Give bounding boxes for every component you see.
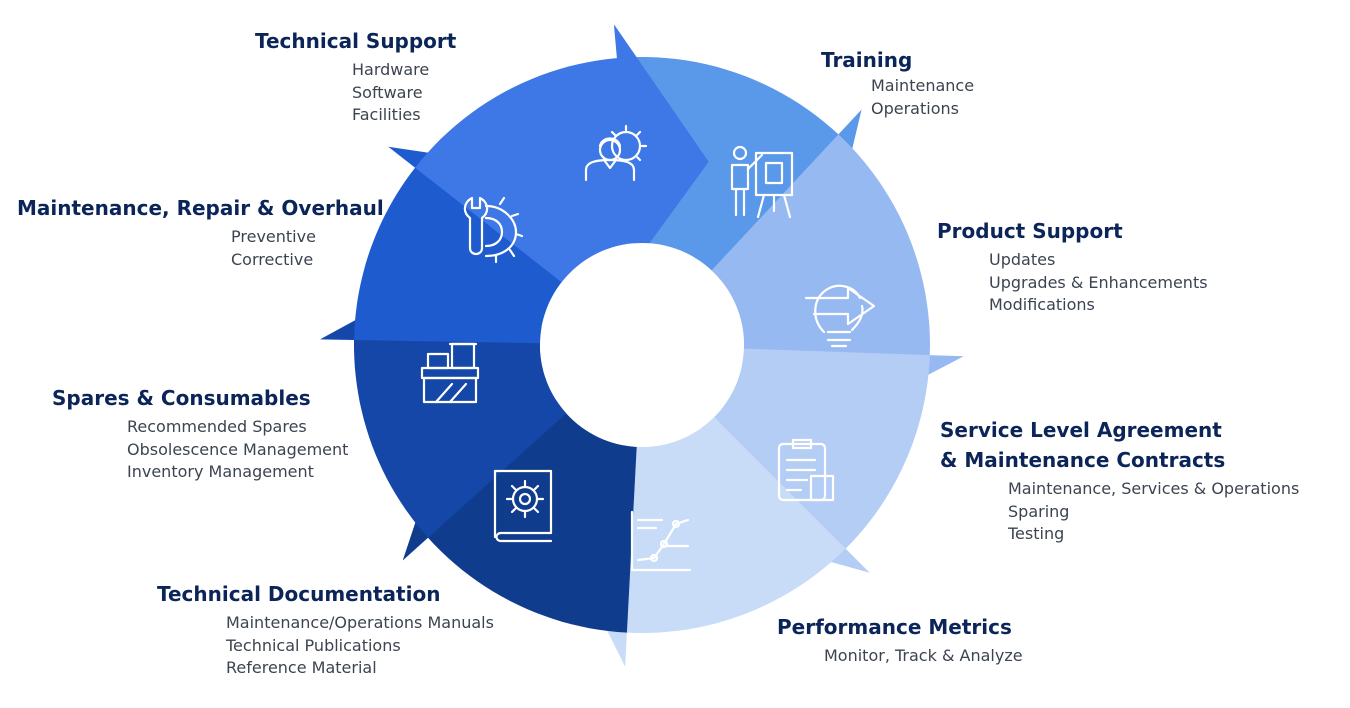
label-group-training: Training Maintenance Operations (821, 45, 974, 120)
segment-item: Recommended Spares (127, 417, 307, 436)
segment-item: Sparing (1008, 501, 1070, 521)
support-agent-gear-icon (584, 124, 648, 182)
segment-title: Performance Metrics (777, 615, 1012, 639)
segment-title: Technical Support (255, 29, 457, 53)
lightbulb-arrow-icon (804, 284, 876, 348)
manual-book-gear-icon (493, 469, 553, 543)
segment-items: Recommended Spares Obsolescence Manageme… (127, 416, 348, 484)
label-group-technical-support: Technical Support Hardware Software Faci… (255, 26, 456, 127)
label-group-spares-consumables: Spares & Consumables Recommended Spares … (52, 383, 348, 484)
segment-title: Training (821, 48, 913, 72)
segment-item: Inventory Management (127, 462, 314, 481)
wrench-gear-icon (463, 196, 524, 264)
segment-item: Hardware (352, 60, 430, 79)
segment-items: Preventive Corrective (231, 226, 384, 271)
clipboard-contract-icon (777, 438, 835, 502)
ring-center-hole (540, 243, 744, 447)
segment-items: Maintenance, Services & Operations Spari… (1008, 478, 1299, 546)
label-group-performance-metrics: Performance Metrics Monitor, Track & Ana… (777, 612, 1023, 668)
segment-item: Operations (871, 98, 959, 118)
label-group-maintenance-repair-overhaul: Maintenance, Repair & Overhaul Preventiv… (17, 193, 384, 271)
segment-title-line-2: & Maintenance Contracts (940, 448, 1226, 472)
label-group-technical-documentation: Technical Documentation Maintenance/Oper… (157, 579, 494, 680)
segment-title: Maintenance, Repair & Overhaul (17, 196, 384, 220)
trainer-presentation-icon (730, 145, 794, 219)
segment-item: Facilities (352, 105, 421, 124)
segment-item: Monitor, Track & Analyze (824, 646, 1023, 665)
segment-item: Maintenance (871, 76, 975, 95)
segment-items: Hardware Software Facilities (352, 59, 456, 127)
segment-item: Updates (989, 250, 1056, 269)
segment-item: Corrective (231, 249, 314, 269)
segment-item: Preventive (231, 227, 316, 246)
segment-item: Reference Material (226, 658, 377, 677)
segment-title: Service Level Agreement (940, 418, 1222, 442)
segment-item: Software (352, 82, 423, 102)
segment-title: Technical Documentation (157, 582, 441, 606)
segment-item: Testing (1008, 524, 1065, 543)
stacked-boxes-icon (420, 342, 480, 404)
segment-item: Upgrades & Enhancements (989, 272, 1208, 292)
label-group-product-support: Product Support Updates Upgrades & Enhan… (937, 216, 1208, 317)
segment-title: Product Support (937, 219, 1123, 243)
label-group-service-level-agreement: Service Level Agreement & Maintenance Co… (940, 415, 1299, 546)
segment-title: Spares & Consumables (52, 386, 311, 410)
segment-item: Technical Publications (226, 635, 401, 655)
segment-item: Maintenance/Operations Manuals (226, 613, 494, 632)
segment-item: Maintenance, Services & Operations (1008, 479, 1300, 498)
line-chart-icon (630, 510, 692, 572)
segment-items: Maintenance Operations (871, 75, 974, 120)
segment-item: Obsolescence Management (127, 439, 349, 459)
segment-items: Maintenance/Operations Manuals Technical… (226, 612, 494, 680)
segment-item: Modifications (989, 295, 1095, 314)
segment-items: Updates Upgrades & Enhancements Modifica… (989, 249, 1208, 317)
segment-items: Monitor, Track & Analyze (824, 645, 1023, 668)
